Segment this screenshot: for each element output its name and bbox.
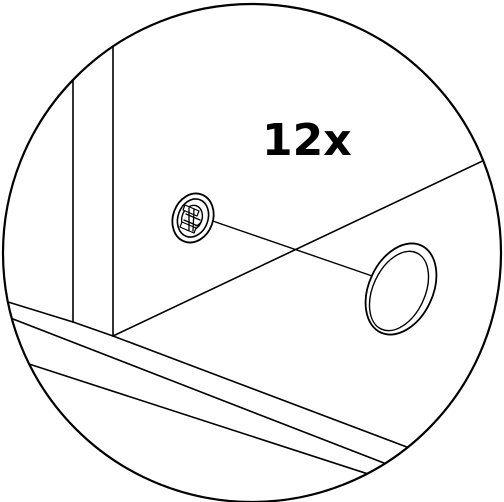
quantity-label: 12x [262, 115, 352, 166]
cam-lock-icon [171, 192, 215, 244]
rail-front-edge [3, 311, 501, 502]
assembly-leader-line [203, 217, 379, 279]
rail-top-edge-right [112, 335, 421, 453]
back-wall-edge [112, 147, 501, 337]
rail-top-edge-join [72, 321, 114, 337]
round-cap-icon [364, 242, 438, 336]
